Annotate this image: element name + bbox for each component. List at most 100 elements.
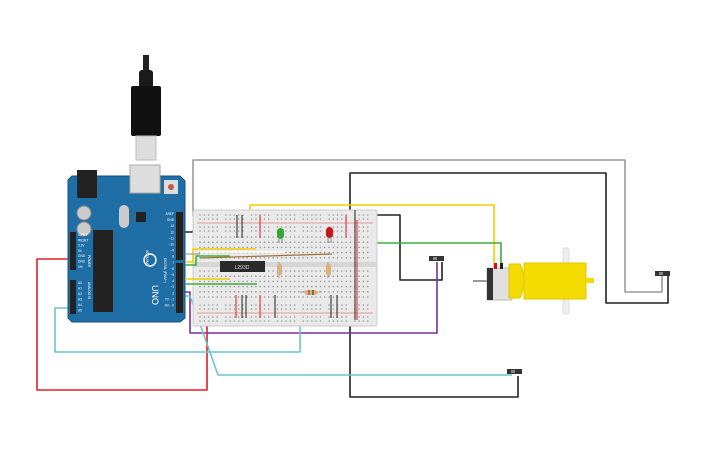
slide-switch-3[interactable] [507,369,522,374]
breadboard-hole [199,320,201,322]
breadboard-hole [212,285,214,288]
breadboard-hole [216,308,218,310]
breadboard-hole [229,214,231,216]
breadboard-hole [289,236,292,238]
breadboard-hole [225,246,227,249]
breadboard-hole [199,304,201,306]
breadboard-hole [336,291,339,293]
breadboard-hole [366,285,369,288]
breadboard-hole [216,291,218,293]
dc-gear-motor[interactable] [473,247,594,315]
led-green[interactable] [277,228,284,243]
breadboard-hole [229,280,231,283]
breadboard-hole [246,291,249,293]
breadboard[interactable]: L293D [185,209,378,327]
breadboard-hole [233,226,236,228]
breadboard-hole [315,246,317,249]
breadboard-hole [199,214,201,216]
breadboard-hole [233,308,236,310]
breadboard-hole [229,285,231,288]
analog-label: ANALOG IN [87,282,91,300]
breadboard-hole [362,291,365,293]
breadboard-hole [319,218,322,220]
l293d-chip[interactable]: L293D [220,261,265,272]
breadboard-hole [358,246,360,249]
breadboard-hole [207,241,210,243]
wire-black-top[interactable] [349,172,669,304]
breadboard-hole [366,251,369,254]
breadboard-hole [259,241,262,243]
wire-cyan-d2[interactable] [184,295,512,376]
slide-switch-1[interactable] [429,256,444,261]
breadboard-hole [319,230,322,232]
breadboard-hole [289,285,292,288]
pin-label: 8 [172,255,174,259]
breadboard-hole [293,226,296,228]
breadboard-hole [336,270,339,272]
wire-purple[interactable] [184,262,438,334]
breadboard-hole [216,316,218,318]
breadboard-hole [323,246,326,249]
breadboard-hole [207,230,210,232]
breadboard-hole [332,304,335,306]
breadboard-hole [225,320,227,322]
breadboard-hole [237,285,240,288]
power-label: POWER [87,255,91,268]
breadboard-hole [259,280,262,283]
slide-switch-2[interactable] [655,271,670,276]
breadboard-hole [306,236,309,238]
breadboard-hole [358,270,360,272]
breadboard-hole [212,230,214,232]
resistor-2[interactable] [326,262,331,278]
wire-red[interactable] [36,258,208,391]
breadboard-hole [285,296,287,298]
breadboard-hole [362,285,365,288]
breadboard-hole [250,296,253,298]
breadboard-hole [216,304,218,306]
breadboard-hole [328,246,330,249]
wire-black-switch[interactable] [377,214,443,281]
arduino-uno[interactable]: UNO ARDUINO DIGITAL (PWM~) ANALOG IN POW… [67,164,186,323]
breadboard-hole [255,316,257,318]
breadboard-hole [302,241,305,243]
wire-gray[interactable] [192,159,663,293]
breadboard-hole [225,296,227,298]
breadboard-hole [250,304,253,306]
breadboard-hole [293,257,296,259]
breadboard-hole [311,236,313,238]
breadboard-hole [268,270,270,272]
breadboard-hole [203,246,206,249]
breadboard-hole [268,308,270,310]
breadboard-hole [276,308,279,310]
digital-label: DIGITAL (PWM~) [163,258,167,283]
breadboard-hole [225,304,227,306]
resistor-1[interactable] [277,262,282,278]
wire-cyan-a4[interactable] [54,290,301,353]
breadboard-hole [332,320,335,322]
breadboard-hole [285,246,287,249]
breadboard-hole [220,296,223,298]
breadboard-hole [246,280,249,283]
breadboard-hole [362,270,365,272]
breadboard-hole [220,241,223,243]
breadboard-hole [336,251,339,254]
breadboard-hole [280,316,283,318]
breadboard-hole [229,246,231,249]
breadboard-hole [302,304,305,306]
breadboard-hole [362,251,365,254]
breadboard-hole [259,320,262,322]
breadboard-hole [349,270,352,272]
led-red[interactable] [326,227,333,243]
resistor-3[interactable] [300,290,322,295]
breadboard-hole [212,280,214,283]
breadboard-hole [250,285,253,288]
breadboard-hole [311,275,313,278]
breadboard-hole [332,218,335,220]
breadboard-hole [319,304,322,306]
breadboard-hole [220,246,223,249]
breadboard-hole [358,230,360,232]
breadboard-hole [349,275,352,278]
pin-label: A1 [78,287,82,291]
breadboard-hole [250,226,253,228]
